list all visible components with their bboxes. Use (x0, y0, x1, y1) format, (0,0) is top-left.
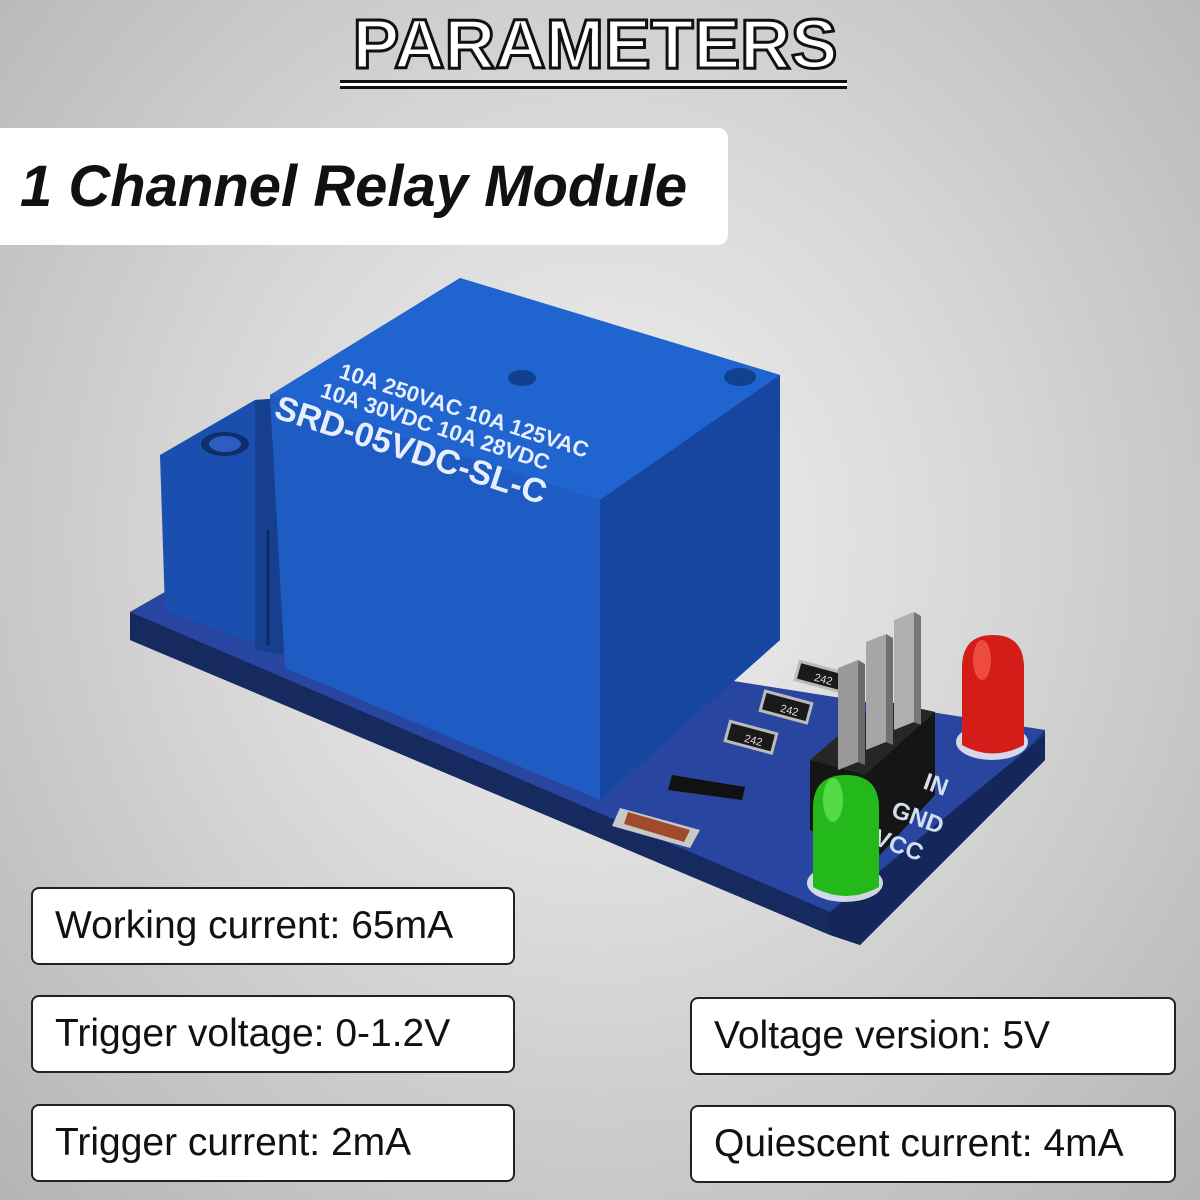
green-led (807, 775, 883, 902)
spec-quiescent-current: Quiescent current: 4mA (690, 1105, 1176, 1183)
relay-body: 10A 250VAC 10A 125VAC 10A 30VDC 10A 28VD… (270, 278, 780, 800)
page-title: PARAMETERS (351, 4, 839, 85)
resistor-label: 242 (779, 703, 800, 719)
spec-trigger-voltage: Trigger voltage: 0-1.2V (31, 995, 515, 1073)
red-led (956, 635, 1028, 760)
subtitle-panel (0, 128, 728, 245)
resistor-label: 242 (813, 672, 834, 688)
spec-voltage-version: Voltage version: 5V (690, 997, 1176, 1075)
spec-trigger-current: Trigger current: 2mA (31, 1104, 515, 1182)
title-underline (340, 80, 847, 89)
spec-working-current: Working current: 65mA (31, 887, 515, 965)
product-subtitle: 1 Channel Relay Module (20, 154, 688, 219)
resistor-label: 242 (743, 733, 764, 749)
